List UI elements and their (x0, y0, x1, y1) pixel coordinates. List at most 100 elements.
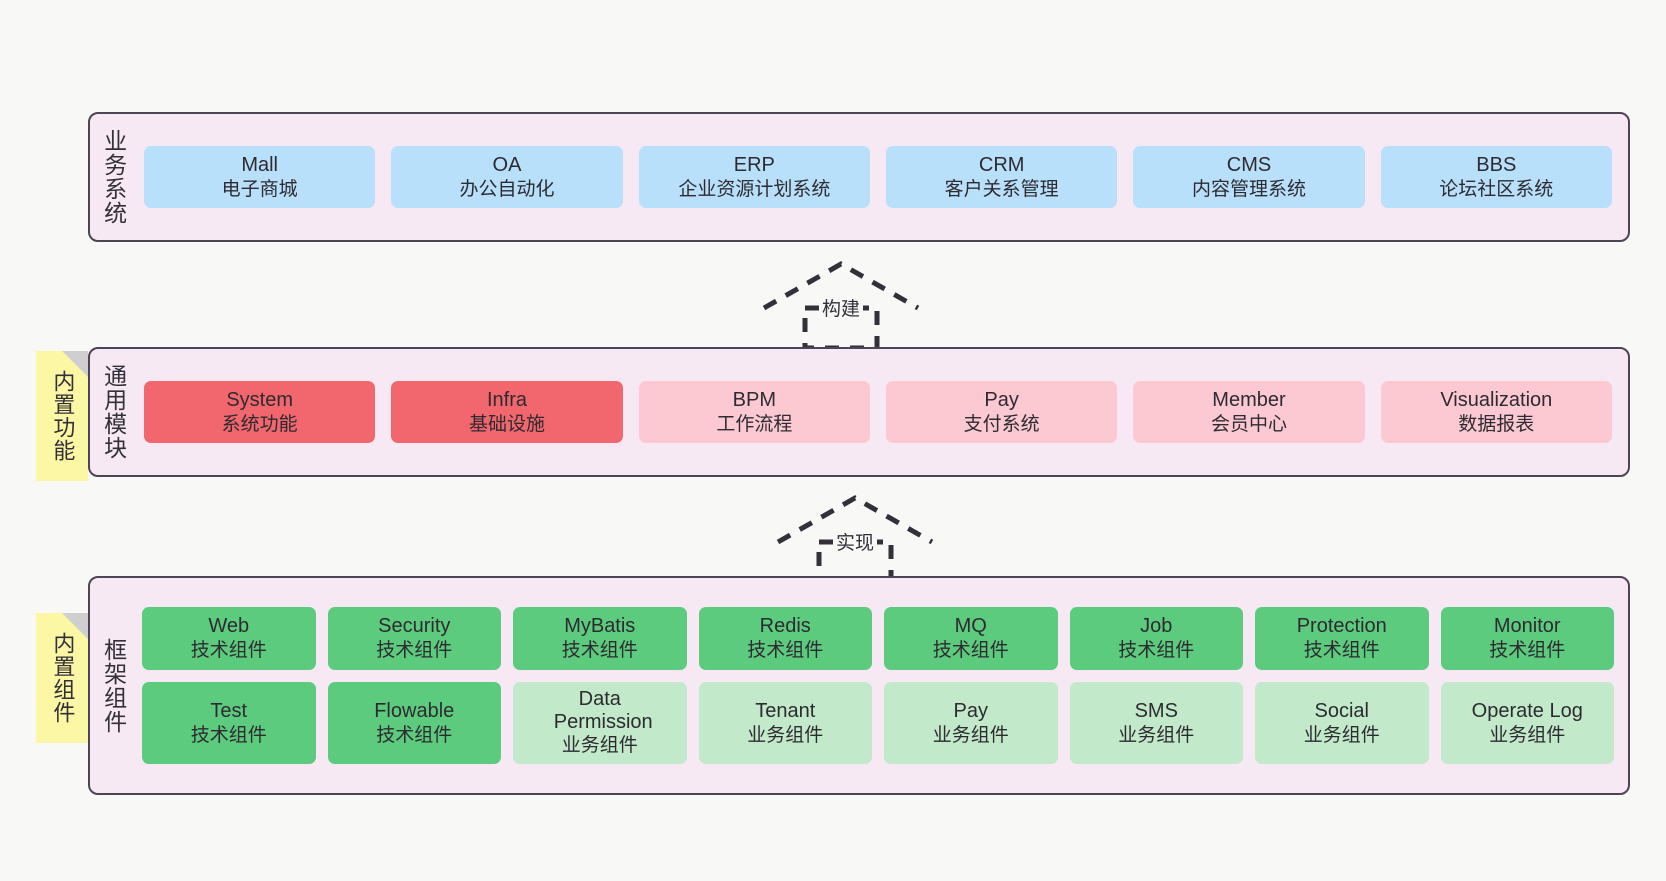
node-label-cn: 系统功能 (221, 413, 298, 435)
node-label-cn: 业务组件 (1489, 724, 1566, 746)
node-label-cn: 技术组件 (1118, 639, 1195, 661)
node-label-cn: 电子商城 (221, 178, 298, 200)
layer-common-module: 通用模块 System 系统功能 Infra 基础设施 BPM 工作流程 Pay… (88, 347, 1630, 477)
node-label-en: Infra (486, 388, 527, 411)
node-infra[interactable]: Infra 基础设施 (391, 380, 623, 444)
node-monitor[interactable]: Monitor 技术组件 (1440, 606, 1614, 670)
node-crm[interactable]: CRM 客户关系管理 (885, 145, 1118, 209)
node-label-cn: 技术组件 (561, 639, 638, 661)
layer-body-common-module: System 系统功能 Infra 基础设施 BPM 工作流程 Pay 支付系统… (136, 349, 1628, 475)
node-label-en: Redis (759, 614, 811, 637)
node-label-en: Security (378, 614, 451, 637)
node-mybatis[interactable]: MyBatis 技术组件 (513, 606, 687, 670)
node-label-cn: 业务组件 (1303, 724, 1380, 746)
node-label-cn: 技术组件 (376, 724, 453, 746)
node-label-cn: 工作流程 (716, 413, 793, 435)
note-builtin-function: 内置功能 (36, 351, 88, 481)
node-row: Mall 电子商城 OA 办公自动化 ERP 企业资源计划系统 CRM 客户关系… (144, 145, 1612, 209)
node-label-en: SMS (1134, 699, 1178, 722)
node-label-en: Data Permission (553, 687, 653, 733)
node-member[interactable]: Member 会员中心 (1133, 380, 1365, 444)
node-label-cn: 技术组件 (376, 639, 453, 661)
node-data-permission[interactable]: Data Permission 业务组件 (513, 681, 687, 765)
node-label-cn: 基础设施 (468, 413, 545, 435)
node-label-en: OA (492, 153, 522, 176)
node-label-en: Visualization (1440, 388, 1553, 411)
layer-title-framework-component: 框架组件 (100, 637, 127, 734)
node-label-cn: 企业资源计划系统 (678, 178, 831, 200)
node-label-cn: 技术组件 (932, 639, 1009, 661)
node-label-cn: 技术组件 (1303, 639, 1380, 661)
node-mq[interactable]: MQ 技术组件 (884, 606, 1058, 670)
note-fold-corner-icon (62, 351, 88, 377)
node-security[interactable]: Security 技术组件 (327, 606, 501, 670)
node-job[interactable]: Job 技术组件 (1069, 606, 1243, 670)
layer-business-system: 业务系统 Mall 电子商城 OA 办公自动化 ERP 企业资源计划系统 CRM… (88, 112, 1630, 242)
node-system[interactable]: System 系统功能 (144, 380, 376, 444)
node-web[interactable]: Web 技术组件 (142, 606, 316, 670)
node-tenant[interactable]: Tenant 业务组件 (698, 681, 872, 765)
node-label-en: Flowable (374, 699, 455, 722)
node-label-cn: 会员中心 (1210, 413, 1287, 435)
node-label-en: Member (1212, 388, 1286, 411)
node-cms[interactable]: CMS 内容管理系统 (1133, 145, 1365, 209)
node-label-en: CRM (978, 153, 1025, 176)
node-row: System 系统功能 Infra 基础设施 BPM 工作流程 Pay 支付系统… (144, 380, 1612, 444)
node-operate-log[interactable]: Operate Log 业务组件 (1440, 681, 1614, 765)
note-fold-corner-icon (62, 613, 88, 639)
node-label-en: Web (208, 614, 250, 637)
node-label-en: MyBatis (564, 614, 636, 637)
node-pay-component[interactable]: Pay 业务组件 (884, 681, 1058, 765)
note-label: 内置功能 (50, 370, 76, 462)
node-label-cn: 业务组件 (932, 724, 1009, 746)
node-erp[interactable]: ERP 企业资源计划系统 (638, 145, 870, 209)
node-label-en: Mall (241, 153, 278, 176)
node-label-en: ERP (733, 153, 775, 176)
node-label-cn: 技术组件 (747, 639, 824, 661)
node-label-en: BPM (732, 388, 776, 411)
note-label: 内置组件 (50, 632, 76, 724)
note-builtin-component: 内置组件 (36, 613, 88, 743)
node-label-en: Protection (1296, 614, 1387, 637)
node-label-cn: 论坛社区系统 (1439, 178, 1554, 200)
node-test[interactable]: Test 技术组件 (142, 681, 316, 765)
node-row: Test 技术组件 Flowable 技术组件 Data Permission … (142, 681, 1614, 765)
node-label-en: MQ (954, 614, 987, 637)
node-row: Web 技术组件 Security 技术组件 MyBatis 技术组件 Redi… (142, 606, 1614, 670)
node-label-en: Pay (953, 699, 988, 722)
node-label-en: Pay (984, 388, 1019, 411)
connector-label-build: 构建 (818, 294, 864, 321)
node-bbs[interactable]: BBS 论坛社区系统 (1380, 145, 1612, 209)
layer-body-business-system: Mall 电子商城 OA 办公自动化 ERP 企业资源计划系统 CRM 客户关系… (136, 114, 1628, 240)
node-mall[interactable]: Mall 电子商城 (144, 145, 376, 209)
node-sms[interactable]: SMS 业务组件 (1069, 681, 1243, 765)
node-label-en: Social (1314, 699, 1369, 722)
node-label-cn: 技术组件 (190, 639, 267, 661)
node-label-cn: 客户关系管理 (944, 178, 1059, 200)
node-label-en: CMS (1226, 153, 1272, 176)
node-label-en: BBS (1476, 153, 1517, 176)
node-label-en: System (226, 388, 293, 411)
node-label-cn: 业务组件 (561, 734, 638, 756)
node-label-en: Operate Log (1471, 699, 1583, 722)
node-label-cn: 业务组件 (1118, 724, 1195, 746)
node-visualization[interactable]: Visualization 数据报表 (1380, 380, 1612, 444)
node-label-cn: 技术组件 (190, 724, 267, 746)
node-redis[interactable]: Redis 技术组件 (698, 606, 872, 670)
node-social[interactable]: Social 业务组件 (1255, 681, 1429, 765)
node-oa[interactable]: OA 办公自动化 (391, 145, 623, 209)
node-label-cn: 数据报表 (1458, 413, 1535, 435)
connector-implement: 实现 (770, 492, 940, 585)
node-flowable[interactable]: Flowable 技术组件 (327, 681, 501, 765)
layer-title-common-module: 通用模块 (100, 364, 127, 460)
layer-framework-component: 框架组件 Web 技术组件 Security 技术组件 MyBatis 技术组件… (88, 576, 1630, 795)
node-pay-module[interactable]: Pay 支付系统 (885, 380, 1118, 444)
node-label-en: Job (1140, 614, 1173, 637)
node-bpm[interactable]: BPM 工作流程 (638, 380, 870, 444)
layer-title-business-system: 业务系统 (100, 129, 127, 225)
node-label-cn: 支付系统 (963, 413, 1040, 435)
node-label-cn: 业务组件 (747, 724, 824, 746)
node-protection[interactable]: Protection 技术组件 (1255, 606, 1429, 670)
layer-body-framework-component: Web 技术组件 Security 技术组件 MyBatis 技术组件 Redi… (136, 578, 1628, 793)
